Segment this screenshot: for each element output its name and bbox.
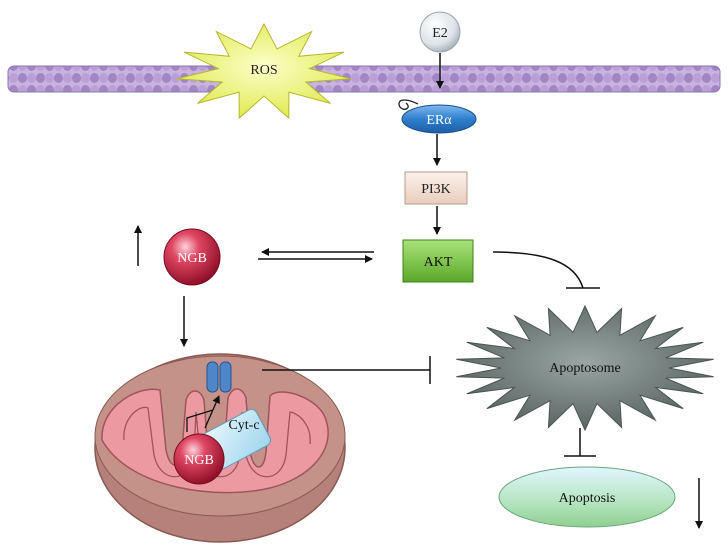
ngb-mito-label: NGB (184, 453, 214, 468)
e2-label: E2 (432, 26, 448, 41)
akt-label: AKT (424, 255, 453, 270)
inhibit-akt-to-apoptosome (492, 251, 584, 289)
pi3k-node: PI3K (404, 171, 468, 205)
pi3k-label: PI3K (421, 182, 451, 197)
apoptosis-label: Apoptosis (559, 491, 616, 506)
er-alpha-receptor: ERα (398, 99, 477, 134)
reversible-arrows-ngb-akt (258, 248, 374, 263)
apoptosome-star-icon: Apoptosome (456, 304, 714, 432)
ngb-mito-node: NGB (173, 433, 225, 485)
ngb-top-node: NGB (163, 228, 221, 286)
e2-node: E2 (419, 11, 461, 53)
er-alpha-label: ERα (426, 113, 452, 128)
apoptosome-label: Apoptosome (549, 361, 621, 376)
channel-pore-icon (206, 361, 232, 393)
ros-label: ROS (250, 63, 277, 78)
akt-node: AKT (402, 239, 474, 283)
ros-star-icon: ROS (176, 22, 352, 120)
apoptosis-node: Apoptosis (498, 466, 676, 528)
cyt-c-label: Cyt-c (228, 418, 259, 433)
internal-arrows (186, 395, 220, 432)
cell-membrane (7, 65, 721, 93)
ngb-top-label: NGB (177, 251, 207, 266)
